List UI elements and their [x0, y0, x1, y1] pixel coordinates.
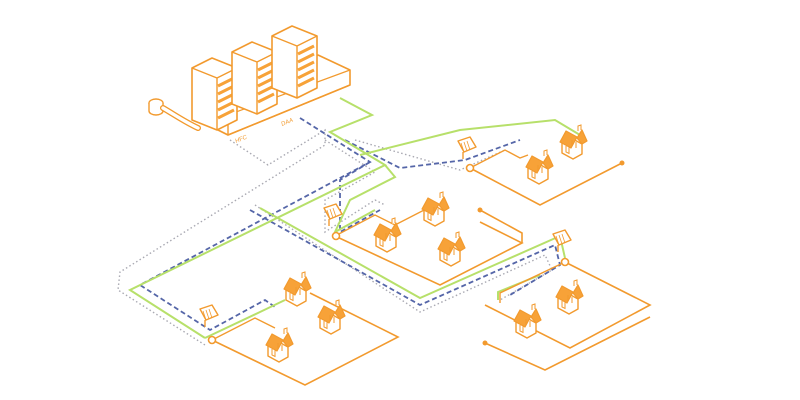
- server-rack-icon: [231, 41, 278, 115]
- amplifier-icon: [199, 304, 219, 328]
- house-icon: [283, 271, 312, 307]
- neighborhood-1: [457, 124, 625, 206]
- house-icon: [317, 299, 346, 335]
- headend: HFC DAA: [148, 25, 351, 145]
- house-icon: [513, 303, 542, 339]
- house-icon: [437, 231, 466, 267]
- node-icon: [465, 163, 475, 173]
- neighborhood-3: [199, 271, 400, 386]
- amplifier-icon: [457, 136, 477, 160]
- house-icon: [555, 279, 584, 315]
- node-icon: [207, 335, 217, 345]
- server-rack-icon: [271, 25, 318, 99]
- node-icon: [331, 231, 341, 241]
- house-icon: [525, 149, 554, 185]
- house-icon: [373, 217, 402, 253]
- neighborhood-2: [323, 191, 524, 286]
- neighborhood-4: [482, 229, 652, 371]
- hfc-label: HFC: [235, 134, 249, 144]
- server-rack-icon: [191, 57, 238, 131]
- house-icon: [265, 327, 294, 363]
- network-links: [117, 97, 581, 346]
- node-icon: [560, 257, 570, 267]
- house-icon: [421, 191, 450, 227]
- daa-label: DAA: [281, 118, 295, 128]
- pipe-icon: [148, 98, 201, 131]
